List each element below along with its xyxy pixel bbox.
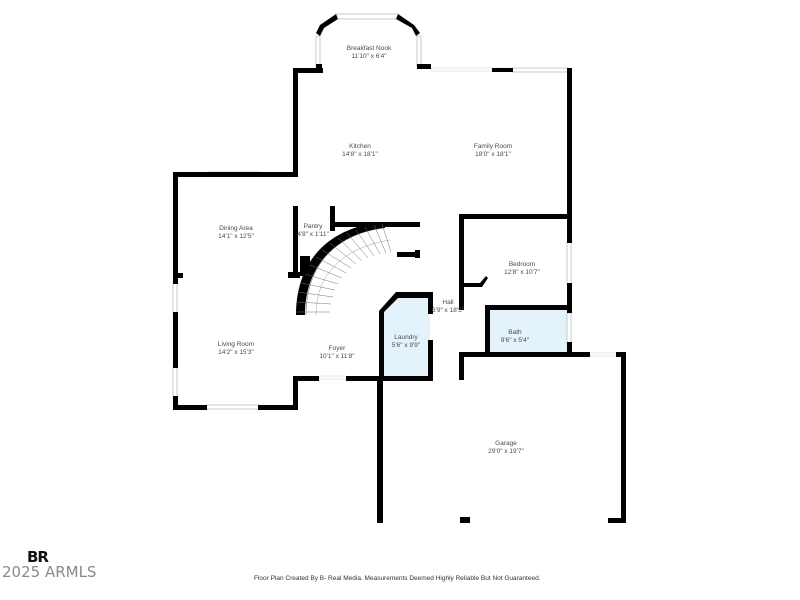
highlighted-rooms <box>381 295 569 378</box>
room-dims: 6'9" x 18'5" <box>431 307 465 314</box>
room-name: Laundry <box>394 334 418 341</box>
room-bedroom: Bedroom 12'8" x 10'7" <box>504 261 540 277</box>
room-name: Dining Area <box>219 225 253 232</box>
room-dims: 12'8" x 10'7" <box>504 269 540 276</box>
room-dims: 14'8" x 18'1" <box>342 151 378 158</box>
room-dining-area: Dining Area 14'1" x 12'5" <box>218 225 254 241</box>
room-dims: 18'0" x 18'1" <box>475 151 511 158</box>
room-dims: 10'1" x 11'8" <box>319 353 355 360</box>
laundry-fill <box>381 295 430 378</box>
room-dims: 29'0" x 19'7" <box>488 448 524 455</box>
room-dims: 14'1" x 12'5" <box>218 233 254 240</box>
room-kitchen: Kitchen 14'8" x 18'1" <box>342 143 378 159</box>
room-pantry: Pantry 4'8" x 1'11" <box>297 223 329 239</box>
room-name: Foyer <box>328 345 346 352</box>
room-dims: 11'10" x 6'4" <box>351 53 387 60</box>
copyright-text: 2025 ARMLS <box>2 563 97 581</box>
room-bath: Bath 9'6" x 5'4" <box>501 329 529 345</box>
room-name: Garage <box>495 440 517 447</box>
room-breakfast-nook: Breakfast Nook 11'10" x 6'4" <box>347 45 391 61</box>
room-laundry: Laundry 5'6" x 9'9" <box>392 334 420 350</box>
room-name: Living Room <box>217 341 255 348</box>
room-name: Family Room <box>473 143 513 150</box>
room-family-room: Family Room 18'0" x 18'1" <box>474 143 512 159</box>
room-name: Hall <box>442 299 454 306</box>
disclaimer-text: Floor Plan Created By B- Real Media. Mea… <box>254 575 541 582</box>
room-garage: Garage 29'0" x 19'7" <box>488 440 524 456</box>
brand-logo: BR <box>27 548 49 566</box>
stair-treads <box>296 223 392 313</box>
room-name: Bedroom <box>508 261 536 268</box>
room-dims: 4'8" x 1'11" <box>297 231 329 238</box>
room-living-room: Living Room 14'2" x 15'3" <box>218 341 254 357</box>
room-dims: 14'2" x 15'3" <box>218 349 254 356</box>
room-dims: 5'6" x 9'9" <box>391 342 421 349</box>
bath-fill <box>488 308 569 352</box>
room-name: Kitchen <box>349 143 371 150</box>
room-name: Bath <box>508 329 522 336</box>
room-dims: 9'6" x 5'4" <box>500 337 530 344</box>
room-name: Breakfast Nook <box>346 45 392 52</box>
room-hall: Hall 6'9" x 18'5" <box>432 299 464 315</box>
room-foyer: Foyer 10'1" x 11'8" <box>319 345 354 361</box>
room-name: Pantry <box>303 223 323 230</box>
walls <box>173 14 626 523</box>
